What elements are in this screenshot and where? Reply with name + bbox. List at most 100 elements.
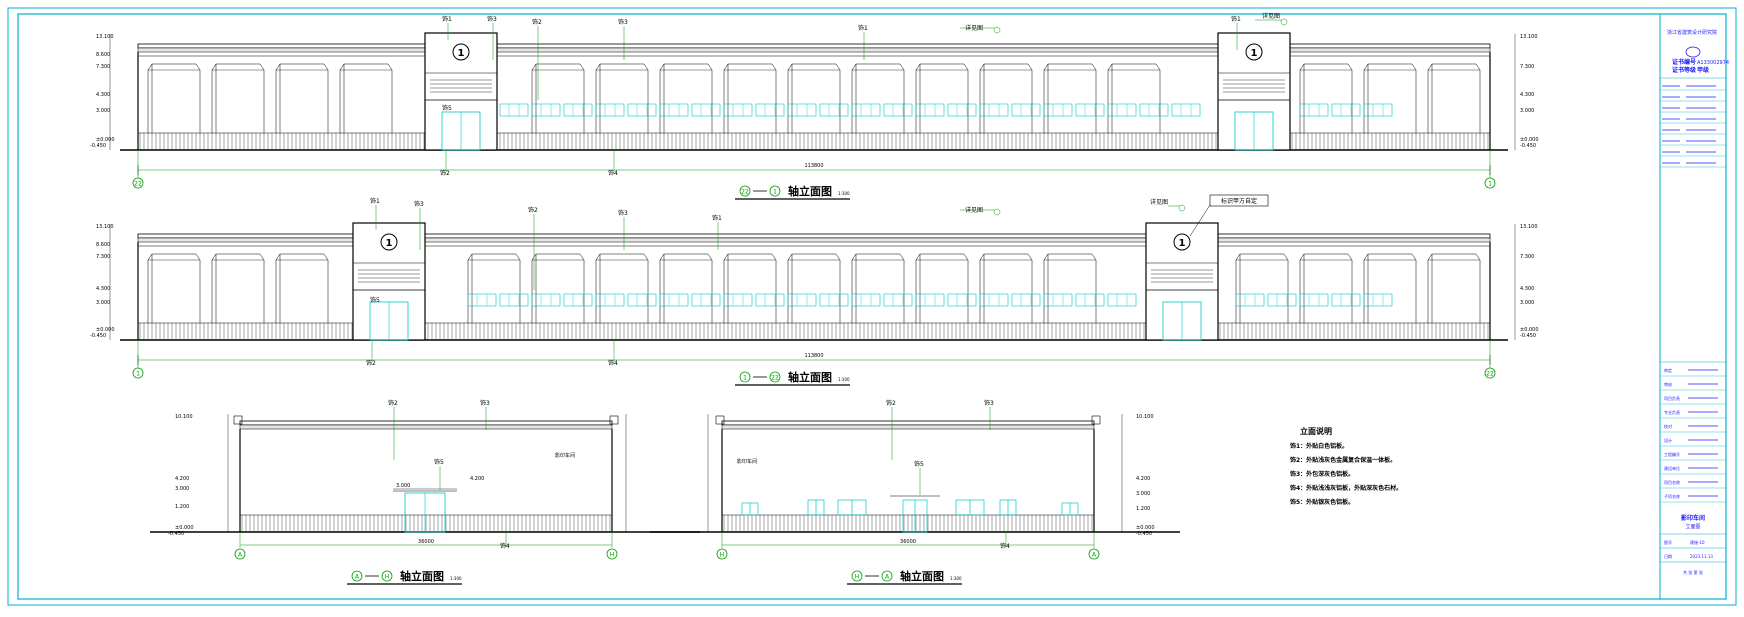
svg-text:饰3: 饰3	[618, 18, 628, 26]
svg-text:饰4: 饰4	[608, 169, 618, 177]
wall-panel	[1299, 253, 1353, 323]
wall-panel	[1363, 253, 1417, 323]
wall-panel	[787, 63, 841, 133]
window	[1011, 103, 1041, 117]
e4-title: 轴立面图	[900, 569, 944, 583]
svg-text:饰4: 饰4	[500, 542, 510, 550]
svg-text:1: 1	[458, 48, 465, 59]
svg-text:7.300: 7.300	[96, 254, 110, 260]
company-name: 浙江省建筑设计研究院	[1667, 29, 1717, 36]
e3-title: 轴立面图	[400, 569, 444, 583]
wall-panel	[1043, 253, 1097, 323]
window	[595, 293, 625, 307]
e4-room: 影印车间	[737, 458, 757, 465]
svg-text:22: 22	[1486, 371, 1494, 378]
svg-text:H: H	[385, 574, 390, 581]
svg-text:饰2: 饰2	[440, 169, 450, 177]
window	[947, 103, 977, 117]
window	[627, 103, 657, 117]
note-item: 饰1：外贴白色铝板。	[1290, 442, 1348, 450]
window	[755, 103, 785, 117]
svg-text:H: H	[720, 552, 725, 559]
svg-text:饰1: 饰1	[858, 24, 868, 32]
window	[947, 293, 977, 307]
svg-text:8.600: 8.600	[96, 242, 110, 248]
elevation-A-H: 影印车间 36000 A H 10.100 4.200 3.000 1.200 …	[150, 399, 700, 585]
e2-logo-note: 标识甲方自定	[1221, 197, 1257, 205]
svg-text:1.200: 1.200	[1136, 506, 1150, 512]
svg-text:±0.000: ±0.000	[175, 525, 194, 531]
svg-text:36000: 36000	[900, 539, 916, 545]
e2-total-dim: 113800	[804, 353, 823, 359]
wall-panel	[531, 63, 585, 133]
svg-text:饰3: 饰3	[487, 15, 497, 23]
svg-text:13.100: 13.100	[1520, 224, 1538, 230]
window	[723, 293, 753, 307]
window	[499, 293, 529, 307]
window	[755, 293, 785, 307]
svg-text:3.000: 3.000	[96, 300, 110, 306]
svg-text:4.300: 4.300	[1520, 92, 1534, 98]
svg-text:饰5: 饰5	[914, 460, 924, 468]
svg-text:图号: 图号	[1664, 539, 1672, 545]
svg-text:1: 1	[386, 238, 393, 249]
wall-panel	[723, 253, 777, 323]
window	[1171, 103, 1201, 117]
titleblock-row-label: 专业负责	[1664, 409, 1680, 415]
svg-text:饰1: 饰1	[1231, 15, 1241, 23]
svg-text:3.000: 3.000	[1520, 108, 1534, 114]
window	[531, 293, 561, 307]
notes-heading: 立面说明	[1300, 426, 1332, 436]
svg-text:证书编号: 证书编号	[1672, 58, 1696, 66]
svg-text:饰2: 饰2	[886, 399, 896, 407]
wall-panel	[275, 253, 329, 323]
wall-panel	[147, 63, 201, 133]
window	[563, 293, 593, 307]
sheet-no: 建施-10	[1690, 539, 1705, 545]
svg-text:4.200: 4.200	[175, 476, 189, 482]
e1-axis-right: 1	[1488, 181, 1492, 188]
svg-text:A: A	[355, 574, 360, 581]
window	[1043, 103, 1073, 117]
window	[1075, 103, 1105, 117]
wall-panel	[467, 253, 521, 323]
svg-text:7.300: 7.300	[1520, 64, 1534, 70]
window	[627, 293, 657, 307]
wall-panel	[275, 63, 329, 133]
svg-text:日期: 日期	[1664, 553, 1672, 559]
wall-panel	[1235, 253, 1289, 323]
window	[1235, 293, 1265, 307]
svg-text:饰2: 饰2	[388, 399, 398, 407]
elevation-1-22: 1 1 标识甲方自定 113800 1 22 13.100 8.600 7.30…	[90, 194, 1539, 386]
window	[851, 103, 881, 117]
drawing-name: 影印车间	[1681, 514, 1705, 522]
svg-text:±0.000: ±0.000	[1520, 137, 1539, 143]
svg-text:13.100: 13.100	[96, 224, 114, 230]
svg-text:饰3: 饰3	[414, 200, 424, 208]
window	[915, 293, 945, 307]
svg-text:饰5: 饰5	[434, 458, 444, 466]
svg-text:3.000: 3.000	[96, 108, 110, 114]
wall-panel	[531, 253, 585, 323]
svg-text:3.000: 3.000	[1136, 491, 1150, 497]
svg-text:-0.450: -0.450	[168, 531, 184, 537]
wall-panel	[723, 63, 777, 133]
svg-text:±0.000: ±0.000	[96, 137, 115, 143]
wall-panel	[595, 253, 649, 323]
window	[851, 293, 881, 307]
window	[883, 293, 913, 307]
svg-text:证书等级: 证书等级	[1672, 66, 1696, 74]
svg-text:饰1: 饰1	[370, 197, 380, 205]
wall-panel	[915, 63, 969, 133]
svg-text:A: A	[1092, 552, 1097, 559]
window	[1139, 103, 1169, 117]
svg-text:A133002974: A133002974	[1697, 60, 1729, 66]
drawing-type: 立面图	[1685, 523, 1700, 530]
window	[1011, 293, 1041, 307]
svg-text:A: A	[885, 574, 890, 581]
window	[1107, 293, 1137, 307]
svg-text:饰3: 饰3	[480, 399, 490, 407]
window	[819, 103, 849, 117]
svg-text:±0.000: ±0.000	[96, 327, 115, 333]
window	[1331, 103, 1361, 117]
